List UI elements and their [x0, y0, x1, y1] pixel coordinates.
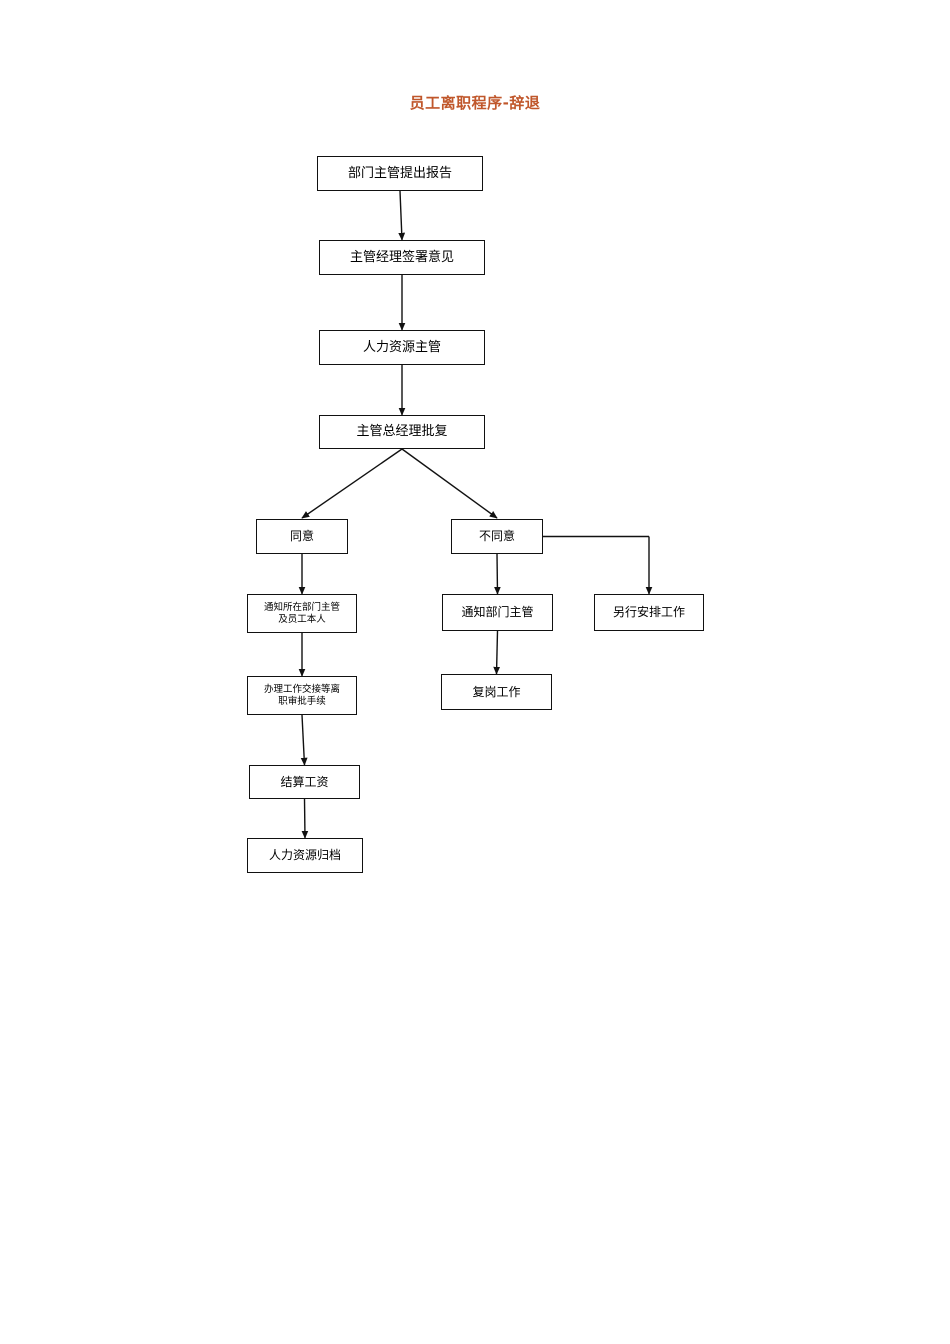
flow-edge-n4-n6	[401, 448, 498, 519]
flow-node-n13: 人力资源归档	[247, 838, 363, 873]
flow-edge-n6-n8	[494, 553, 501, 595]
flow-node-n5: 同意	[256, 519, 348, 554]
flow-node-n8: 通知部门主管	[442, 594, 553, 631]
flow-node-n1: 部门主管提出报告	[317, 156, 483, 191]
flow-node-n2: 主管经理签署意见	[319, 240, 485, 275]
flow-node-n4: 主管总经理批复	[319, 415, 485, 449]
flow-node-n3: 人力资源主管	[319, 330, 485, 365]
flow-node-label: 主管总经理批复	[356, 424, 448, 440]
flow-node-n6: 不同意	[451, 519, 543, 554]
flow-edge-n10-n12	[300, 714, 308, 766]
flow-node-label: 结算工资	[280, 774, 329, 789]
flow-edge-n4-n5	[301, 448, 403, 519]
flow-node-label: 主管经理签署意见	[349, 249, 454, 265]
flow-node-label: 部门主管提出报告	[347, 165, 452, 181]
flow-edge-n8-n11	[493, 630, 501, 675]
flow-node-label: 通知部门主管	[461, 605, 534, 620]
flow-node-label: 复岗工作	[472, 684, 521, 699]
flow-edge-n1-n2	[398, 190, 406, 241]
flow-node-label: 办理工作交接等离 职审批手续	[263, 684, 340, 707]
flow-node-n12: 结算工资	[249, 765, 360, 799]
flow-node-n7: 通知所在部门主管 及员工本人	[247, 594, 357, 633]
flow-node-label: 人力资源主管	[362, 339, 441, 355]
flow-edge-n12-n13	[301, 798, 309, 839]
flow-node-label: 另行安排工作	[612, 605, 685, 620]
flow-node-label: 同意	[289, 529, 314, 544]
flow-node-label: 通知所在部门主管 及员工本人	[263, 602, 340, 625]
flow-node-n9: 另行安排工作	[594, 594, 704, 631]
flow-node-n11: 复岗工作	[441, 674, 552, 710]
flow-node-label: 人力资源归档	[268, 848, 341, 863]
flow-node-n10: 办理工作交接等离 职审批手续	[247, 676, 357, 715]
page-title: 员工离职程序-辞退	[409, 94, 541, 112]
flow-node-label: 不同意	[478, 529, 515, 544]
